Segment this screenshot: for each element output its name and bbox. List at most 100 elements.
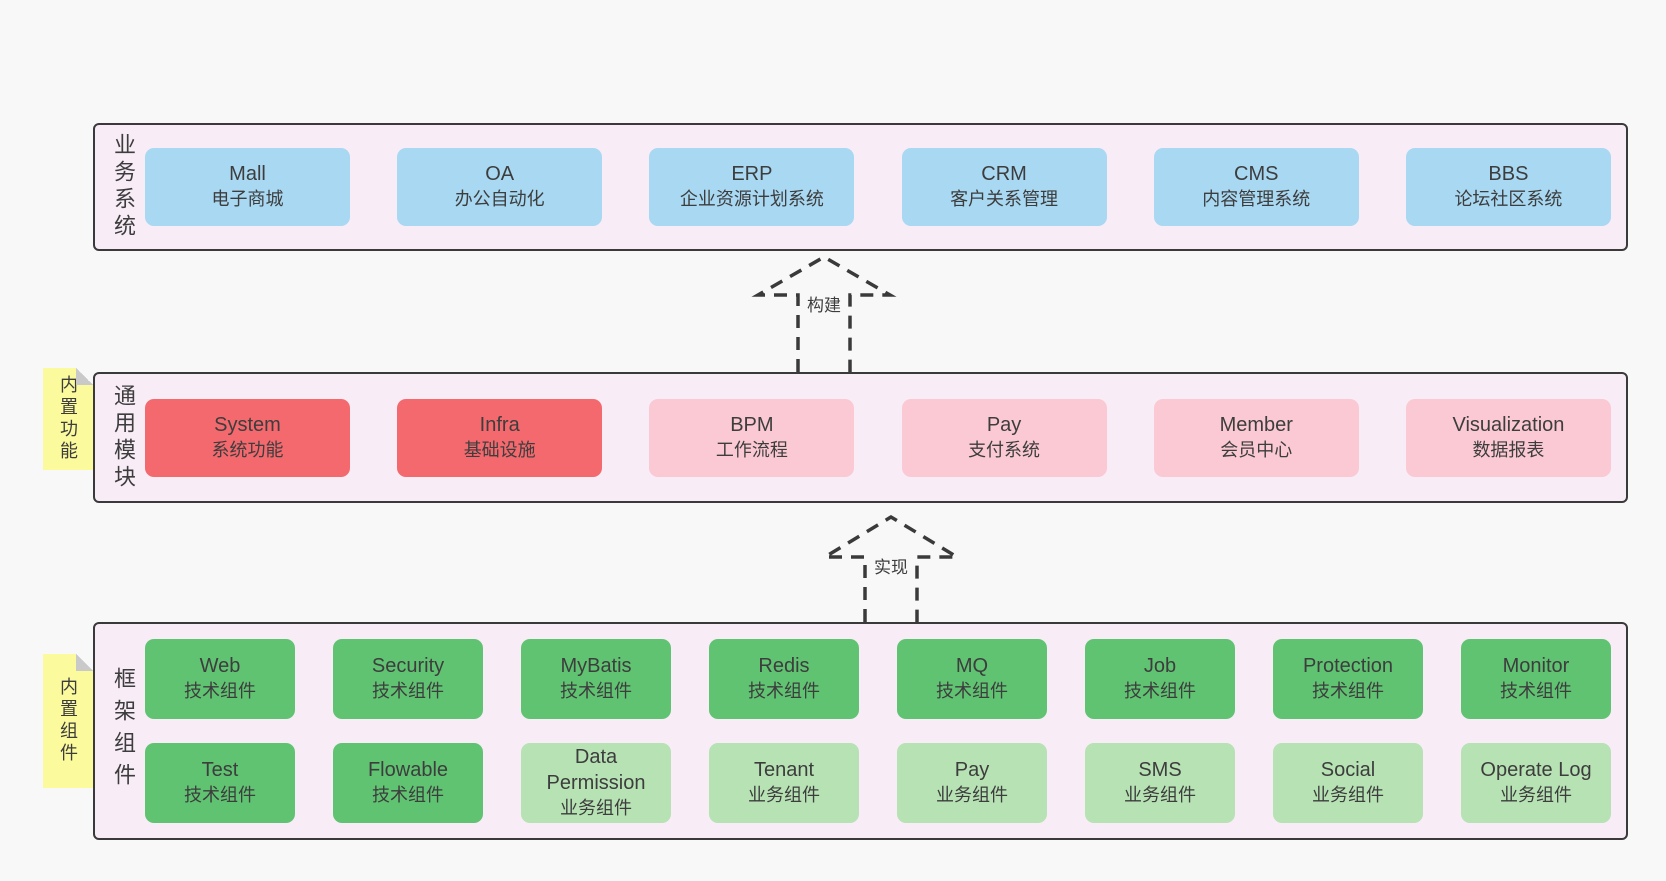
box-subtitle: 业务组件 [1124,785,1196,806]
box-test: Test 技术组件 [145,743,295,823]
components-grid: Web 技术组件 Security 技术组件 MyBatis 技术组件 Redi… [145,639,1611,823]
box-monitor: Monitor 技术组件 [1461,639,1611,719]
components-row-2: Test 技术组件 Flowable 技术组件 Data Permission … [145,743,1611,823]
box-title: Mall [229,163,266,186]
box-web: Web 技术组件 [145,639,295,719]
box-data-permission: Data Permission 业务组件 [521,743,671,823]
sticky-fold-icon [76,654,93,671]
box-subtitle: 技术组件 [184,785,256,806]
layer-common-modules: 通用模块 System 系统功能 Infra 基础设施 BPM 工作流程 Pay… [93,372,1628,503]
box-infra: Infra 基础设施 [397,398,603,477]
box-system: System 系统功能 [145,398,350,477]
box-title: Social [1320,759,1376,782]
box-erp: ERP 企业资源计划系统 [649,148,855,226]
box-title: Job [1143,655,1177,678]
box-job: Job 技术组件 [1085,639,1235,719]
box-mybatis: MyBatis 技术组件 [521,639,671,719]
box-subtitle: 技术组件 [1124,681,1196,702]
box-title: Member [1219,413,1293,436]
box-mall: Mall 电子商城 [145,148,350,226]
layer-framework-components: 框架组件 Web 技术组件 Security 技术组件 MyBatis 技术组件… [93,622,1628,840]
box-title: System [214,413,281,436]
layer-modules-label: 通用模块 [111,383,136,492]
box-title: Data Permission [546,746,646,795]
box-title: OA [485,163,515,186]
box-subtitle: 技术组件 [372,681,444,702]
box-title: ERP [731,163,773,186]
box-subtitle: 支付系统 [968,439,1041,460]
box-subtitle: 技术组件 [560,681,632,702]
sticky-note-label: 内置功能 [58,375,78,463]
box-pay-module: Pay 支付系统 [901,398,1107,477]
box-title: BBS [1488,163,1529,186]
box-social: Social 业务组件 [1273,743,1423,823]
arrow-implement: 实现 [815,514,967,622]
box-bbs: BBS 论坛社区系统 [1405,148,1611,226]
box-operate-log: Operate Log 业务组件 [1461,743,1611,823]
box-title: Monitor [1502,655,1570,678]
sticky-fold-icon [76,368,93,385]
box-security: Security 技术组件 [333,639,483,719]
box-subtitle: 业务组件 [748,785,820,806]
box-subtitle: 企业资源计划系统 [679,189,824,210]
modules-box-row: System 系统功能 Infra 基础设施 BPM 工作流程 Pay 支付系统… [145,374,1611,501]
box-title: Redis [758,655,810,678]
arrow-build-label: 构建 [804,290,844,317]
box-subtitle: 系统功能 [211,439,284,460]
box-subtitle: 业务组件 [560,798,632,819]
box-bpm: BPM 工作流程 [649,398,855,477]
box-flowable: Flowable 技术组件 [333,743,483,823]
box-subtitle: 工作流程 [715,439,788,460]
box-subtitle: 技术组件 [936,681,1008,702]
box-crm: CRM 客户关系管理 [901,148,1107,226]
box-subtitle: 技术组件 [372,785,444,806]
box-subtitle: 会员中心 [1220,439,1293,460]
box-subtitle: 业务组件 [936,785,1008,806]
box-pay-component: Pay 业务组件 [897,743,1047,823]
box-title: Security [371,655,445,678]
box-title: Visualization [1452,413,1565,436]
box-subtitle: 办公自动化 [454,189,545,210]
box-subtitle: 基础设施 [463,439,536,460]
box-subtitle: 技术组件 [184,681,256,702]
box-oa: OA 办公自动化 [397,148,603,226]
box-title: Test [201,759,239,782]
box-title: Pay [986,413,1022,436]
box-title: SMS [1138,759,1182,782]
box-title: Flowable [367,759,449,782]
box-subtitle: 业务组件 [1312,785,1384,806]
box-protection: Protection 技术组件 [1273,639,1423,719]
box-redis: Redis 技术组件 [709,639,859,719]
box-title: Tenant [753,759,815,782]
box-subtitle: 内容管理系统 [1202,189,1311,210]
layer-business-systems: 业务系统 Mall 电子商城 OA 办公自动化 ERP 企业资源计划系统 CRM… [93,123,1628,251]
box-title: MyBatis [560,655,632,678]
components-row-1: Web 技术组件 Security 技术组件 MyBatis 技术组件 Redi… [145,639,1611,719]
box-cms: CMS 内容管理系统 [1153,148,1359,226]
box-subtitle: 技术组件 [1500,681,1572,702]
box-member: Member 会员中心 [1153,398,1359,477]
sticky-note-built-in-features: 内置功能 [43,368,93,470]
box-title: Protection [1302,655,1394,678]
sticky-note-label: 内置组件 [58,677,78,765]
sticky-note-built-in-components: 内置组件 [43,654,93,788]
business-box-row: Mall 电子商城 OA 办公自动化 ERP 企业资源计划系统 CRM 客户关系… [145,125,1611,249]
layer-business-label: 业务系统 [111,133,136,241]
box-subtitle: 技术组件 [1312,681,1384,702]
box-tenant: Tenant 业务组件 [709,743,859,823]
box-title: Pay [954,759,990,782]
box-sms: SMS 业务组件 [1085,743,1235,823]
box-title: Infra [479,413,520,436]
layer-components-label: 框架组件 [111,667,136,795]
box-subtitle: 数据报表 [1472,439,1545,460]
box-subtitle: 论坛社区系统 [1454,189,1563,210]
dashed-up-arrow-icon [751,254,897,372]
box-subtitle: 客户关系管理 [950,189,1059,210]
arrow-build: 构建 [748,254,900,372]
box-title: MQ [955,655,989,678]
box-visualization: Visualization 数据报表 [1405,398,1611,477]
dashed-up-arrow-icon [818,514,964,622]
box-title: Web [199,655,241,678]
box-mq: MQ 技术组件 [897,639,1047,719]
